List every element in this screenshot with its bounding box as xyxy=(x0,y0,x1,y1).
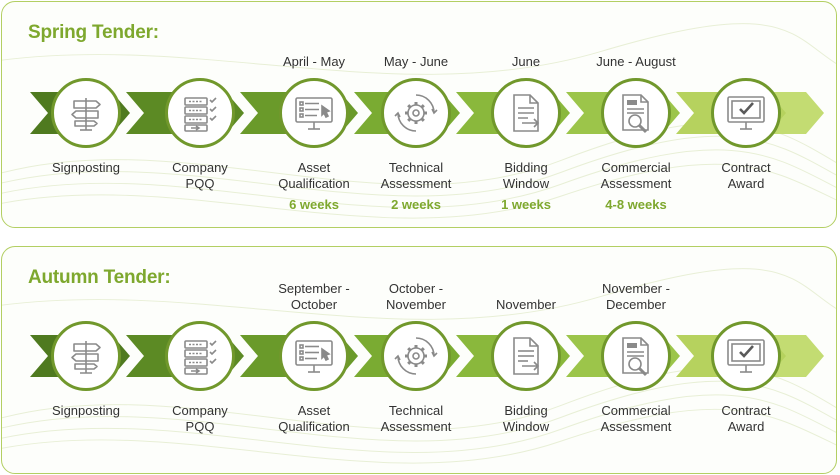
step-label: Commercial xyxy=(601,403,671,418)
step-circle xyxy=(711,321,781,391)
monitor-list-icon xyxy=(293,336,335,376)
step-label: Assessment xyxy=(380,176,452,191)
step-date-line: June xyxy=(511,54,541,69)
background-waves xyxy=(2,268,836,464)
step-label: Asset xyxy=(297,160,331,175)
step-circle xyxy=(279,321,349,391)
step-label: Qualification xyxy=(278,419,350,434)
step-date-line: September - xyxy=(278,281,350,296)
monitor-list-icon xyxy=(293,93,335,133)
signpost-icon xyxy=(66,336,106,376)
step-label: Window xyxy=(502,419,550,434)
step-label: Company xyxy=(172,403,228,418)
step-date: November -December xyxy=(576,281,696,313)
step-date: June xyxy=(466,54,586,70)
step-circle xyxy=(711,78,781,148)
step-date-line: June - August xyxy=(596,54,676,69)
document-arrow-icon xyxy=(506,335,546,377)
step-label: Company xyxy=(172,160,228,175)
step-date-line: May - June xyxy=(383,54,449,69)
step-label: Window xyxy=(502,176,550,191)
step-circle xyxy=(601,78,671,148)
step-label: Award xyxy=(727,176,765,191)
step-label: Qualification xyxy=(278,176,350,191)
step-text: Signposting xyxy=(31,160,141,176)
step-label: Commercial xyxy=(601,160,671,175)
step-label: Award xyxy=(727,419,765,434)
step-duration: 6 weeks xyxy=(289,197,339,212)
step-label: Assessment xyxy=(600,419,672,434)
step-date-line: October - xyxy=(388,281,444,296)
step-date: November xyxy=(466,297,586,313)
step-circle xyxy=(491,321,561,391)
step-duration: 4-8 weeks xyxy=(605,197,667,212)
monitor-check-icon xyxy=(725,93,767,133)
document-magnifier-icon xyxy=(616,92,656,134)
step-circle xyxy=(381,321,451,391)
step-date-line: April - May xyxy=(282,54,346,69)
server-checklist-icon xyxy=(180,336,220,376)
step-label: PQQ xyxy=(185,176,215,191)
step-label: Contract xyxy=(721,403,771,418)
step-label: Signposting xyxy=(52,403,120,418)
step-duration: 1 weeks xyxy=(501,197,551,212)
step-label: Asset xyxy=(297,403,331,418)
step-label: Assessment xyxy=(600,176,672,191)
step-label: Technical xyxy=(388,160,444,175)
step-circle xyxy=(165,321,235,391)
step-circle xyxy=(381,78,451,148)
step-date: May - June xyxy=(356,54,476,70)
timeline-arrow-end xyxy=(768,92,824,139)
step-circle xyxy=(165,78,235,148)
step-label: Assessment xyxy=(380,419,452,434)
spring-tender-title: Spring Tender: xyxy=(28,22,159,43)
step-date: April - May xyxy=(254,54,374,70)
step-label: Technical xyxy=(388,403,444,418)
document-arrow-icon xyxy=(506,92,546,134)
step-date-line: December xyxy=(606,297,666,312)
server-checklist-icon xyxy=(180,93,220,133)
step-circle xyxy=(491,78,561,148)
step-date-line: November - xyxy=(602,281,670,296)
step-duration: 2 weeks xyxy=(391,197,441,212)
step-date: June - August xyxy=(576,54,696,70)
step-label: Bidding xyxy=(504,160,548,175)
step-circle xyxy=(51,321,121,391)
step-label: PQQ xyxy=(185,419,215,434)
document-magnifier-icon xyxy=(616,335,656,377)
step-circle xyxy=(51,78,121,148)
gear-cycle-icon xyxy=(394,91,438,135)
step-date: September -October xyxy=(254,281,374,313)
step-label: Bidding xyxy=(504,403,548,418)
monitor-check-icon xyxy=(725,336,767,376)
step-circle xyxy=(279,78,349,148)
timeline-arrow-end xyxy=(768,335,824,382)
step-date-line: November xyxy=(496,297,556,312)
step-circle xyxy=(601,321,671,391)
step-date-line: November xyxy=(386,297,446,312)
gear-cycle-icon xyxy=(394,334,438,378)
step-label: Contract xyxy=(721,160,771,175)
step-date: October -November xyxy=(356,281,476,313)
step-text: Signposting xyxy=(31,403,141,419)
step-label: Signposting xyxy=(52,160,120,175)
signpost-icon xyxy=(66,93,106,133)
step-date-line: October xyxy=(290,297,338,312)
autumn-tender-title: Autumn Tender: xyxy=(28,267,171,288)
